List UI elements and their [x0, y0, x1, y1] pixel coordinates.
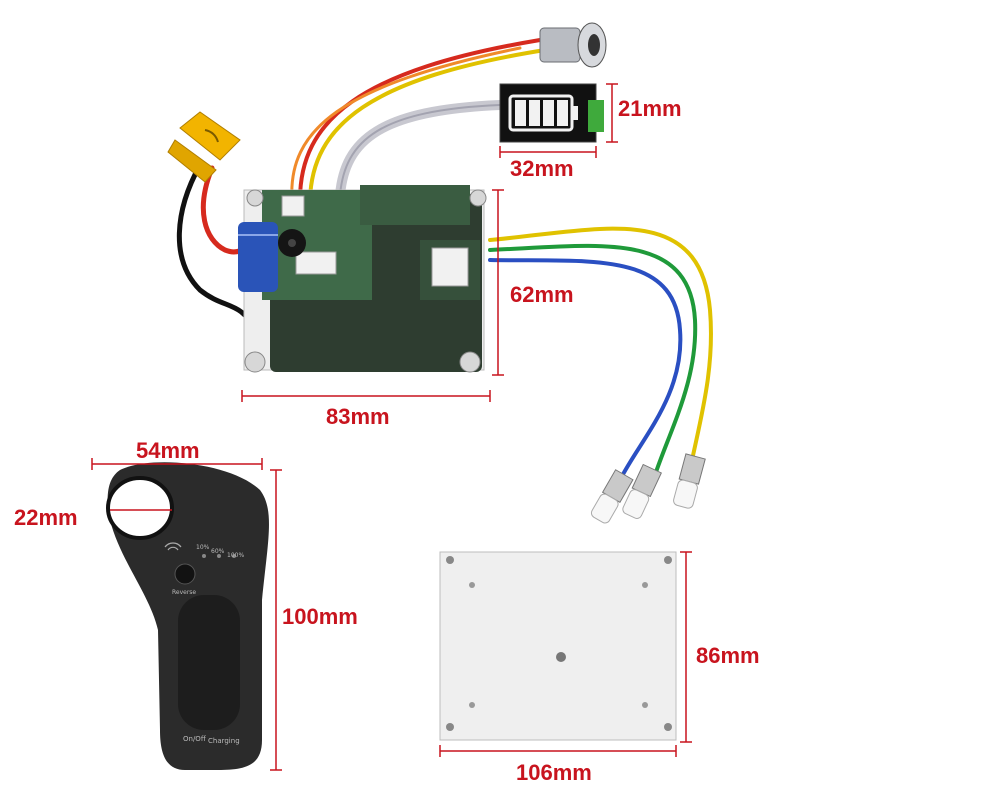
- remote-dimension-lines: [91, 458, 282, 771]
- board-width-label: 83mm: [326, 404, 390, 429]
- plate-width-label: 106mm: [516, 760, 592, 785]
- remote-onoff-label: On/Off: [183, 735, 206, 743]
- wifi-signal-icon: [164, 542, 182, 551]
- remote-ring-label: 22mm: [14, 505, 78, 530]
- power-switch: [539, 22, 607, 68]
- remote-width-label: 54mm: [136, 438, 200, 463]
- remote-charging-label: Charging: [208, 737, 240, 745]
- battery-indicator-module: [499, 83, 604, 143]
- board-dimension-lines: [241, 189, 504, 402]
- remote-height-label: 100mm: [282, 604, 358, 629]
- battery-connector: [167, 111, 241, 183]
- remote-control: 10% 60% 100% Reverse On/Off Charging: [106, 462, 269, 770]
- indicator-dimension-lines: [499, 83, 618, 158]
- plate-height-label: 86mm: [696, 643, 760, 668]
- motor-terminals: [590, 453, 706, 524]
- indicator-height-label: 21mm: [618, 96, 682, 121]
- remote-level-60: 60%: [211, 548, 225, 555]
- remote-level-100: 100%: [227, 552, 244, 559]
- controller-board: [238, 185, 487, 373]
- plate-dimension-lines: [439, 551, 692, 757]
- mounting-plate: [439, 551, 677, 741]
- remote-level-10: 10%: [196, 544, 210, 551]
- remote-reverse-label: Reverse: [172, 589, 196, 596]
- board-height-label: 62mm: [510, 282, 574, 307]
- battery-level-icon: [508, 94, 578, 132]
- wire-harness: [176, 38, 713, 482]
- indicator-width-label: 32mm: [510, 156, 574, 181]
